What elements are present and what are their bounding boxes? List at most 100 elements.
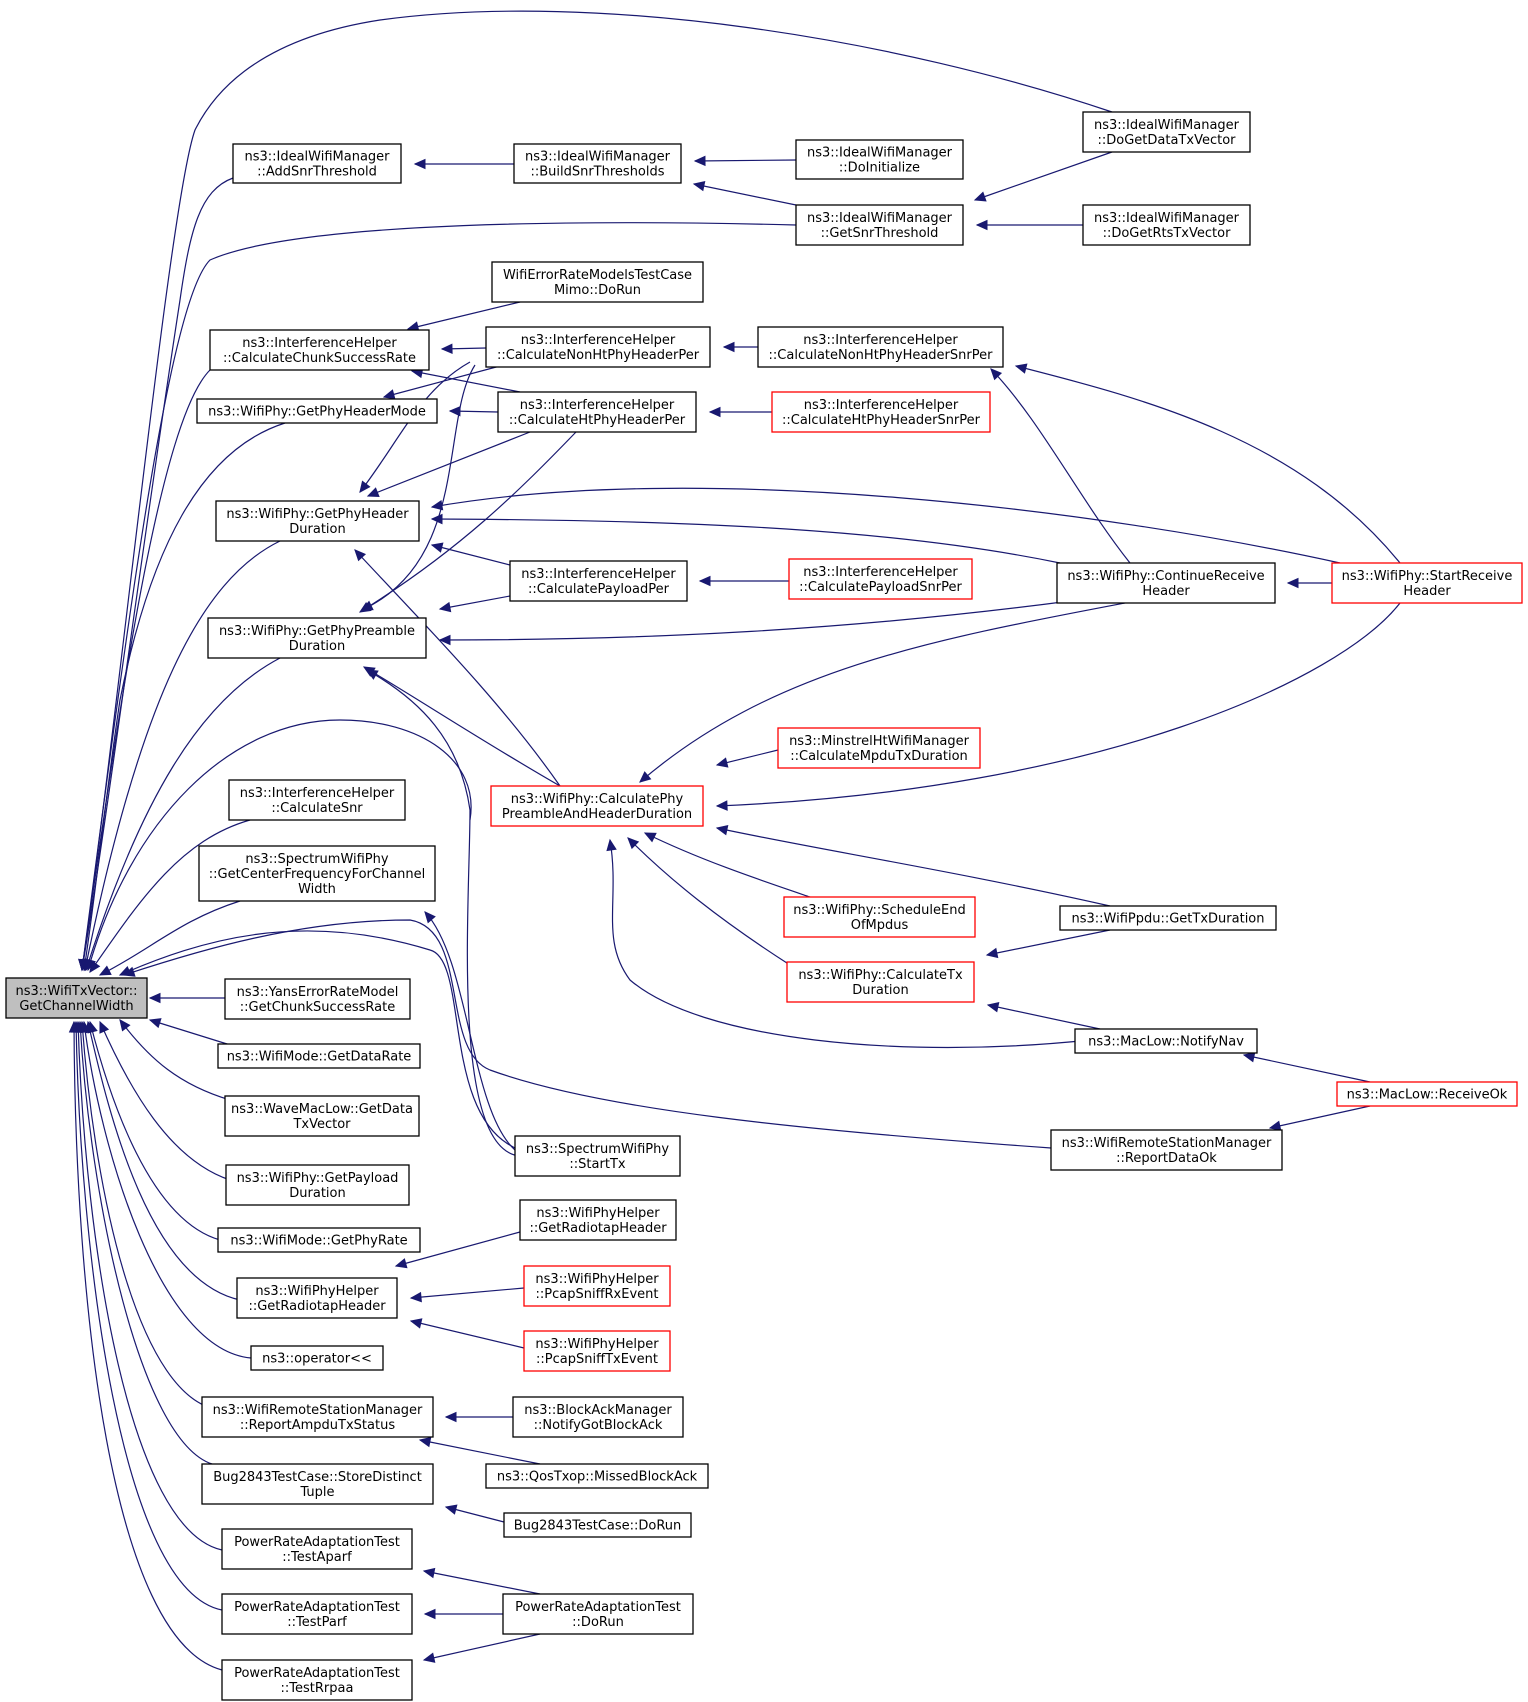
node-pcaprx[interactable]: ns3::WifiPhyHelper::PcapSniffRxEvent bbox=[523, 1265, 671, 1307]
node-label: ns3::WifiPhy::ContinueReceive bbox=[1067, 569, 1264, 584]
edge-line bbox=[84, 540, 281, 971]
node-label: ns3::IdealWifiManager bbox=[244, 150, 390, 165]
call-edge bbox=[1268, 1105, 1371, 1131]
node-getsnrth[interactable]: ns3::IdealWifiManager::GetSnrThreshold bbox=[795, 204, 964, 246]
node-testparf[interactable]: PowerRateAdaptationTest::TestParf bbox=[221, 1593, 413, 1635]
node-chunksr[interactable]: ns3::InterferenceHelper::CalculateChunkS… bbox=[209, 329, 430, 371]
node-label: Width bbox=[298, 882, 336, 897]
node-testaparf[interactable]: PowerRateAdaptationTest::TestAparf bbox=[221, 1528, 413, 1570]
node-payloadsnrper[interactable]: ns3::InterferenceHelper::CalculatePayloa… bbox=[788, 558, 973, 600]
node-ppdutx[interactable]: ns3::WifiPpdu::GetTxDuration bbox=[1059, 905, 1277, 931]
node-label: ::GetRadiotapHeader bbox=[248, 1299, 386, 1314]
node-label: PowerRateAdaptationTest bbox=[234, 1535, 400, 1550]
node-notifynav[interactable]: ns3::MacLow::NotifyNav bbox=[1074, 1028, 1258, 1054]
arrowhead-icon bbox=[409, 1318, 423, 1329]
edge-line bbox=[81, 369, 211, 971]
node-missedback[interactable]: ns3::QosTxop::MissedBlockAck bbox=[485, 1463, 709, 1489]
call-edge bbox=[413, 158, 514, 170]
node-pcaptx[interactable]: ns3::WifiPhyHelper::PcapSniffTxEvent bbox=[523, 1330, 671, 1372]
node-phyhdrmode[interactable]: ns3::WifiPhy::GetPhyHeaderMode bbox=[196, 398, 438, 424]
node-calcsnr[interactable]: ns3::InterferenceHelper::CalculateSnr bbox=[228, 779, 406, 821]
arrowhead-icon bbox=[382, 389, 396, 400]
node-label: ns3::WifiPhy::CalculateTx bbox=[798, 968, 963, 983]
node-getphyrate[interactable]: ns3::WifiMode::GetPhyRate bbox=[217, 1227, 421, 1253]
edge-line bbox=[89, 819, 251, 973]
node-notifyback[interactable]: ns3::BlockAckManager::NotifyGotBlockAck bbox=[512, 1396, 684, 1438]
node-buildsnr[interactable]: ns3::IdealWifiManager::BuildSnrThreshold… bbox=[513, 143, 682, 184]
node-htper[interactable]: ns3::InterferenceHelper::CalculateHtPhyH… bbox=[497, 391, 697, 433]
edge-line bbox=[77, 1021, 223, 1551]
node-doinit[interactable]: ns3::IdealWifiManager::DoInitialize bbox=[795, 139, 964, 180]
arrowhead-icon bbox=[693, 155, 706, 167]
node-label: ns3::MacLow::NotifyNav bbox=[1088, 1035, 1244, 1050]
edge-line bbox=[73, 1021, 223, 1671]
arrowhead-icon bbox=[422, 1652, 436, 1663]
node-label: ns3::IdealWifiManager bbox=[807, 211, 953, 226]
node-nonhtsnrper[interactable]: ns3::InterferenceHelper::CalculateNonHtP… bbox=[757, 326, 1004, 368]
edge-line bbox=[990, 368, 1131, 564]
call-edge bbox=[122, 919, 1052, 1149]
node-testrrpaa[interactable]: PowerRateAdaptationTest::TestRrpaa bbox=[221, 1659, 413, 1701]
node-getdatarate[interactable]: ns3::WifiMode::GetDataRate bbox=[217, 1043, 421, 1069]
node-box bbox=[228, 779, 406, 821]
arrowhead-icon bbox=[715, 825, 729, 836]
node-label: ns3::WifiMode::GetDataRate bbox=[227, 1050, 412, 1065]
node-htsnrper[interactable]: ns3::InterferenceHelper::CalculateHtPhyH… bbox=[771, 391, 991, 433]
node-nonhtper[interactable]: ns3::InterferenceHelper::CalculateNonHtP… bbox=[485, 326, 711, 368]
node-calcpah[interactable]: ns3::WifiPhy::CalculatePhyPreambleAndHea… bbox=[490, 785, 704, 827]
call-edge bbox=[89, 819, 251, 974]
node-label: ns3::InterferenceHelper bbox=[521, 333, 676, 348]
node-label: ns3::WifiPhy::GetPayload bbox=[237, 1171, 399, 1186]
node-dogetdata[interactable]: ns3::IdealWifiManager::DoGetDataTxVector bbox=[1082, 111, 1251, 153]
node-receiveok[interactable]: ns3::MacLow::ReceiveOk bbox=[1336, 1081, 1518, 1107]
node-label: ::PcapSniffTxEvent bbox=[536, 1352, 658, 1367]
node-bugrun[interactable]: Bug2843TestCase::DoRun bbox=[503, 1512, 692, 1538]
node-dogetrts[interactable]: ns3::IdealWifiManager::DoGetRtsTxVector bbox=[1082, 204, 1251, 246]
node-radiohdr[interactable]: ns3::WifiPhyHelper::GetRadiotapHeader bbox=[236, 1277, 398, 1319]
node-prarun[interactable]: PowerRateAdaptationTest::DoRun bbox=[502, 1593, 694, 1635]
node-radiohdr2[interactable]: ns3::WifiPhyHelper::GetRadiotapHeader bbox=[519, 1199, 677, 1241]
node-box bbox=[513, 143, 682, 184]
node-starttx[interactable]: ns3::SpectrumWifiPhy::StartTx bbox=[514, 1135, 681, 1177]
arrowhead-icon bbox=[643, 832, 657, 843]
edge-line bbox=[359, 361, 471, 493]
node-label: TxVector bbox=[292, 1117, 351, 1132]
node-box bbox=[217, 1043, 421, 1069]
node-addsnr[interactable]: ns3::IdealWifiManager::AddSnrThreshold bbox=[232, 143, 402, 184]
node-box bbox=[1331, 562, 1523, 604]
node-minstrel[interactable]: ns3::MinstrelHtWifiManager::CalculateMpd… bbox=[777, 727, 981, 769]
node-label: ns3::WifiRemoteStationManager bbox=[213, 1403, 423, 1418]
node-reportdataok[interactable]: ns3::WifiRemoteStationManager::ReportDat… bbox=[1050, 1129, 1283, 1171]
node-centerfreq[interactable]: ns3::SpectrumWifiPhy::GetCenterFrequency… bbox=[198, 845, 436, 902]
edge-line bbox=[439, 595, 511, 610]
node-oper[interactable]: ns3::operator<< bbox=[250, 1345, 384, 1371]
node-reportampdu[interactable]: ns3::WifiRemoteStationManager::ReportAmp… bbox=[201, 1396, 434, 1438]
node-yans[interactable]: ns3::YansErrorRateModel::GetChunkSuccess… bbox=[224, 978, 411, 1020]
arrowhead-icon bbox=[627, 837, 640, 850]
node-label: ::CalculateNonHtPhyHeaderPer bbox=[497, 348, 700, 363]
edge-line bbox=[424, 911, 516, 1151]
edge-line bbox=[410, 1320, 525, 1349]
arrowhead-icon bbox=[1268, 1120, 1282, 1131]
call-edge bbox=[444, 1504, 505, 1523]
node-wavemac[interactable]: ns3::WaveMacLow::GetDataTxVector bbox=[224, 1095, 420, 1137]
node-label: Header bbox=[1403, 584, 1451, 599]
arrowhead-icon bbox=[975, 219, 988, 231]
node-box bbox=[788, 558, 973, 600]
edge-line bbox=[89, 1021, 221, 1241]
edge-line bbox=[149, 1019, 241, 1049]
node-label: ::DoRun bbox=[572, 1615, 624, 1630]
edge-line bbox=[987, 1004, 1101, 1030]
node-payloadper[interactable]: ns3::InterferenceHelper::CalculatePayloa… bbox=[509, 560, 688, 602]
node-box bbox=[250, 1345, 384, 1371]
